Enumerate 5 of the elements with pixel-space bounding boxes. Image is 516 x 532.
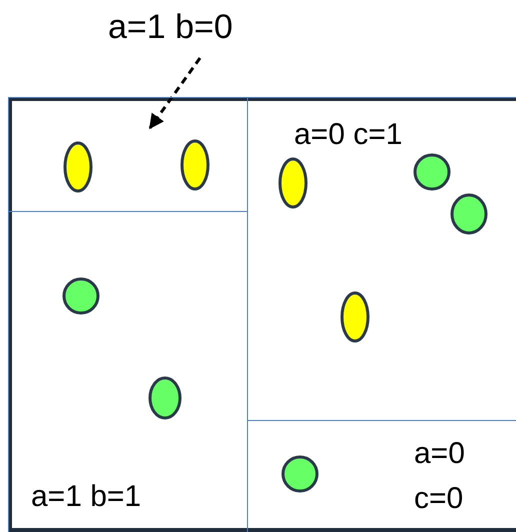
- region-label: a=0 c=0: [414, 436, 466, 517]
- condition-label: a=1 b=0: [108, 8, 233, 47]
- region-label: a=0 c=1: [294, 117, 404, 153]
- arrow: [148, 57, 202, 130]
- region-label: a=1 b=1: [31, 479, 142, 515]
